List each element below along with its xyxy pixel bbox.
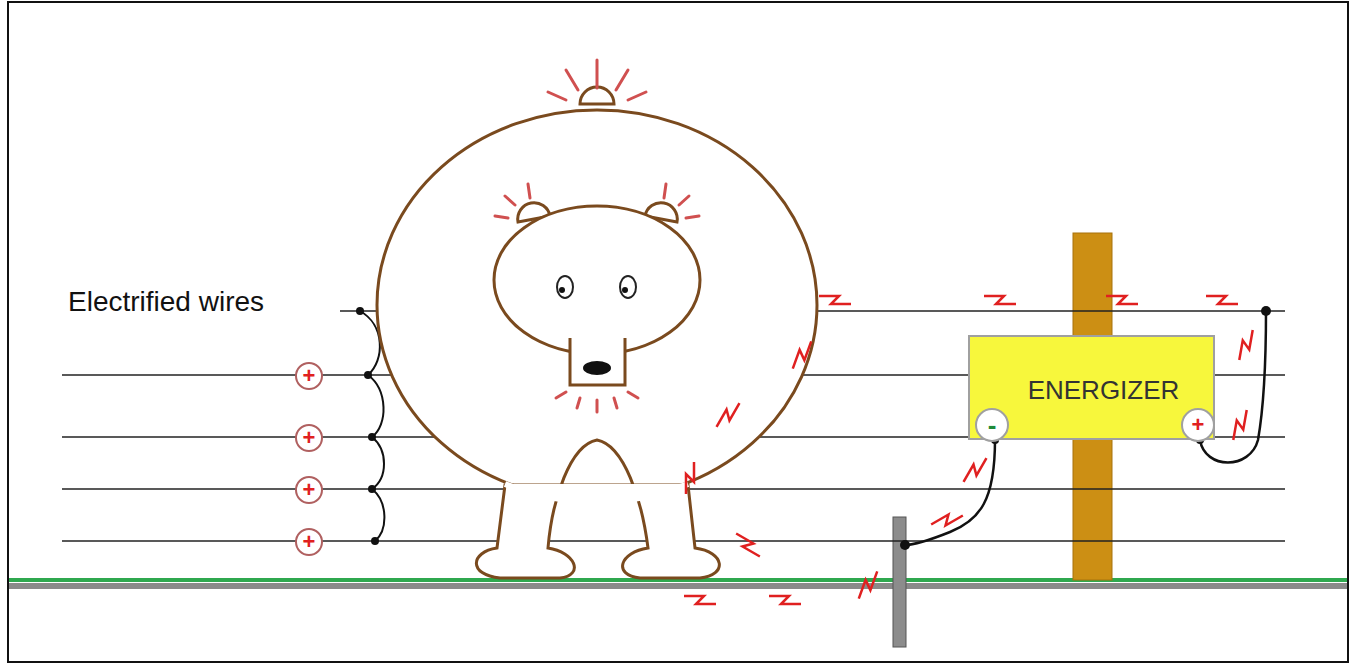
spark-mark: [1233, 409, 1246, 442]
polarity-marker: +: [295, 476, 323, 504]
negative-terminal: -: [975, 408, 1009, 442]
spark-mark: [859, 569, 877, 602]
device-name: ENERGIZER: [1000, 377, 1207, 403]
polarity-sign: +: [303, 531, 316, 553]
spark-mark: [1239, 329, 1252, 362]
spark-mark: [732, 534, 764, 557]
spark-mark: [964, 454, 987, 486]
current-marks: [684, 296, 1253, 604]
polarity-sign: +: [303, 427, 316, 449]
positive-terminal: +: [1181, 408, 1215, 442]
energizer-box: ENERGIZER- +: [968, 335, 1215, 440]
ground-shadow: [9, 583, 1347, 589]
frame: [8, 2, 1348, 662]
spark-mark: [1106, 296, 1138, 304]
polarity-sign: -: [988, 412, 997, 438]
spark-mark: [819, 296, 851, 304]
lead-wires: [905, 311, 1266, 545]
spark-mark: [1206, 296, 1238, 304]
polarity-marker: +: [295, 362, 323, 390]
spark-mark: [793, 339, 811, 372]
polarity-sign: +: [303, 365, 316, 387]
ground-rod: [893, 517, 906, 647]
lead-joints: [900, 306, 1271, 550]
spark-mark: [769, 596, 801, 604]
spark-mark: [686, 462, 694, 494]
spark-mark: [984, 296, 1016, 304]
spark-mark: [684, 596, 716, 604]
spark-mark: [717, 399, 740, 431]
wire-joints: [356, 307, 379, 545]
polarity-marker: +: [295, 528, 323, 556]
polarity-sign: +: [1192, 414, 1205, 436]
shock-rays: [495, 60, 699, 412]
bear-face: [557, 276, 636, 375]
polarity-marker: +: [295, 424, 323, 452]
bear-figure: [377, 87, 817, 578]
polarity-sign: +: [303, 479, 316, 501]
spark-mark: [931, 509, 963, 532]
wire-label: Electrified wires: [68, 288, 264, 316]
